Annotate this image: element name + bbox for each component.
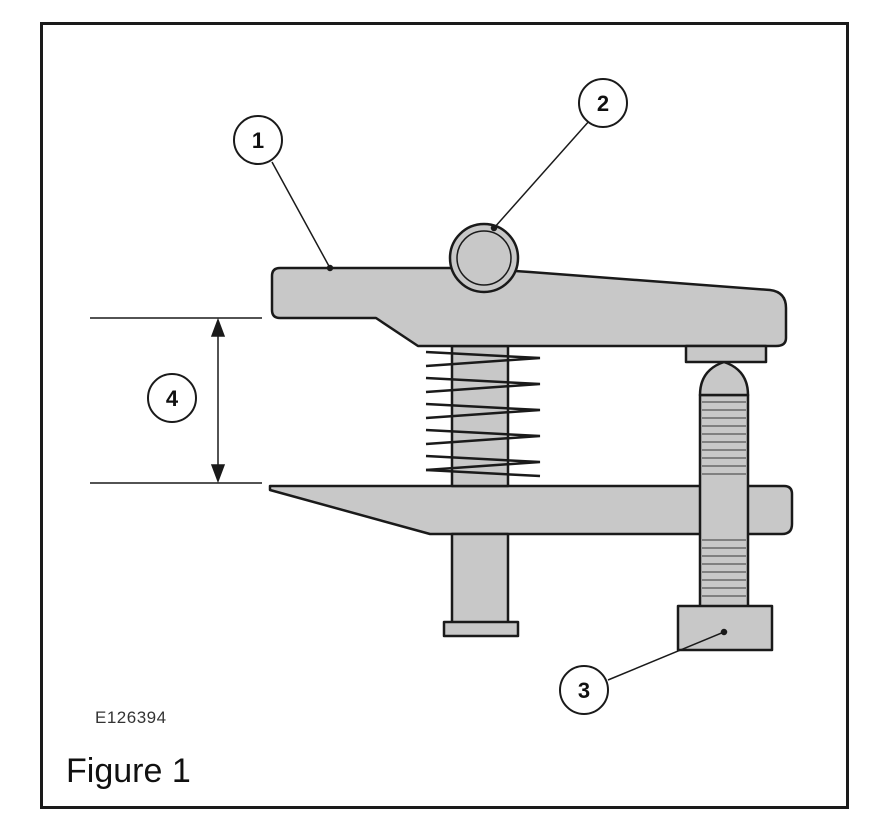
callout-2: 2 xyxy=(578,78,628,128)
forcing-screw xyxy=(698,393,750,637)
lower-shaft xyxy=(450,532,510,626)
callout-1: 1 xyxy=(233,115,283,165)
svg-text:2: 2 xyxy=(597,91,609,116)
pivot-pin-inner xyxy=(456,230,512,286)
svg-text:3: 3 xyxy=(578,678,590,703)
figure-caption: Figure 1 xyxy=(66,752,191,790)
callout-3: 3 xyxy=(559,665,609,715)
image-reference-code: E126394 xyxy=(95,708,167,727)
pivot-pin xyxy=(448,222,520,294)
svg-text:4: 4 xyxy=(166,386,179,411)
leader-lines xyxy=(271,119,728,681)
gap-dimension xyxy=(90,317,262,484)
upper-arm xyxy=(270,266,788,348)
upper-arm-pad xyxy=(684,344,768,364)
spring xyxy=(425,350,541,478)
screw-tip xyxy=(698,360,750,397)
shaft-end-cap xyxy=(442,620,520,638)
lower-jaw xyxy=(268,484,794,536)
callout-4: 4 xyxy=(147,373,197,423)
screw-hex-head xyxy=(676,604,774,652)
screw-threads xyxy=(702,401,746,597)
svg-text:1: 1 xyxy=(252,128,264,153)
